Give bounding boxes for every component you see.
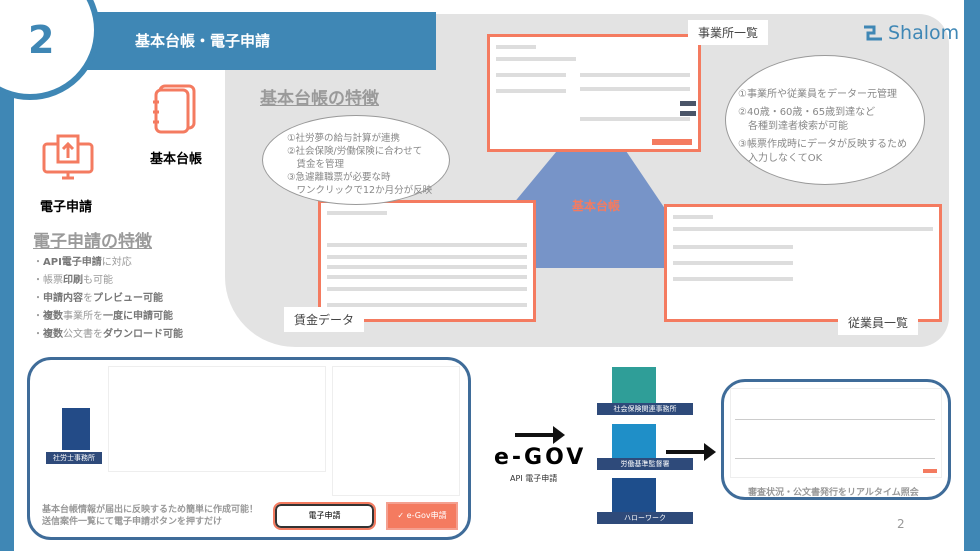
office-list-screenshot [487,34,701,152]
bubble-line: ③帳票作成時にデータが反映するため [738,139,907,150]
caption-line: 基本台帳情報が届出に反映するため簡単に作成可能！ [42,505,259,515]
egov-submit-button[interactable]: ✓ e-Gov申請 [386,502,458,530]
employee-list-screenshot [664,204,942,322]
ledger-features-title: 基本台帳の特徴 [260,89,379,109]
agency-label: ハローワーク [597,512,693,524]
building-icon [612,478,656,518]
egov-subtitle: API 電子申請 [510,474,558,483]
bubble-line: ①事業所や従業員をデーター元管理 [738,89,897,100]
bubble-line: 入力しなくてOK [738,153,823,164]
feature-item: ・申請内容をプレビュー可能 [33,293,163,304]
e-filing-features-title: 電子申請の特徴 [33,232,152,252]
e-filing-button[interactable]: 電子申請 [273,502,376,530]
wage-data-label: 賃金データ [284,307,365,332]
agency-label: 労働基準監督署 [597,458,693,470]
feature-item: ・複数事業所を一度に申請可能 [33,311,173,322]
right-border [964,0,980,551]
logo-icon [864,25,882,41]
page-number: 2 [897,517,905,531]
bubble-line: ②社会保険/労働保険に合わせて [287,146,423,157]
result-panel [721,379,951,500]
office-building-icon [62,408,90,450]
feature-item: ・API電子申請に対応 [33,257,132,268]
e-filing-features-list: ・API電子申請に対応 ・帳票印刷も可能 ・申請内容をプレビュー可能 ・複数事業… [33,254,183,344]
arrow-right-icon [666,443,716,461]
bubble-line: ③急遽離職票が必要な時 [287,172,391,183]
ledger-speech-bubble-right: ①事業所や従業員をデーター元管理 ②40歳・60歳・65歳到達など 各種到達者検索… [725,55,925,185]
building-icon [612,424,656,464]
e-filing-dialog-screenshot [332,366,460,496]
employee-list-label: 従業員一覧 [838,310,919,335]
ledger-icon-label: 基本台帳 [150,152,203,167]
office-label: 社労士事務所 [46,452,102,464]
e-filing-caption: 基本台帳情報が届出に反映するため簡単に作成可能！ 送信案件一覧にて電子申請ボタンを… [42,504,258,528]
bubble-line: 各種到達者検索が可能 [738,121,848,132]
shalom-logo: Shalom [862,22,959,44]
slide-number-badge: 2 [28,18,55,62]
feature-item: ・帳票印刷も可能 [33,275,113,286]
ledger-icon [153,84,196,134]
ledger-center-label: 基本台帳 [572,199,621,213]
e-filing-icon [42,134,94,180]
bubble-line: ①社労夢の給与計算が連携 [287,133,401,144]
left-border [0,0,14,551]
e-filing-icon-label: 電子申請 [40,200,93,215]
logo-text: Shalom [888,22,960,44]
bubble-line: ②40歳・60歳・65歳到達など [738,107,876,118]
agency-label: 社会保険関連事務所 [597,403,693,415]
wage-data-screenshot [318,200,536,322]
result-caption: 審査状況・公文書発行をリアルタイム照会 [748,488,919,498]
caption-line: 送信案件一覧にて電子申請ボタンを押すだけ [42,517,223,527]
arrow-right-icon [515,426,565,444]
office-list-label: 事業所一覧 [688,20,769,45]
slide-title: 基本台帳・電子申請 [135,32,271,50]
bubble-line: 賃金を管理 [287,159,345,170]
building-icon [612,367,656,407]
document-list-screenshot [730,388,942,478]
ledger-speech-bubble-left: ①社労夢の給与計算が連携 ②社会保険/労働保険に合わせて 賃金を管理 ③急遽離職票が… [262,115,450,205]
application-form-screenshot [108,366,326,472]
bubble-line: ワンクリックで12か月分が反映 [287,185,433,196]
egov-logo: e-GOV [494,445,587,470]
feature-item: ・複数公文書をダウンロード可能 [33,329,183,340]
